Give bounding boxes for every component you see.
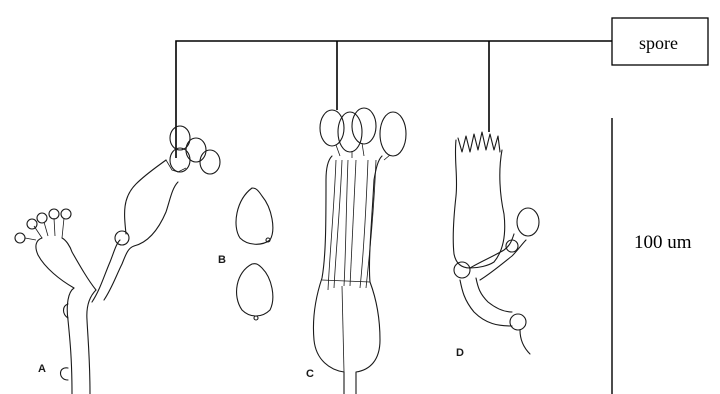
panel-a-structure [15,126,220,394]
panel-c-letter: C [306,368,314,380]
scale-label: 100 um [634,232,692,253]
panel-c-structure [313,108,406,394]
spore-label: spore [639,33,678,53]
panel-b-letter: B [218,254,226,266]
spore-leader-lines [176,41,612,158]
panel-b-spores [236,188,273,320]
panel-d-structure [453,132,539,354]
panel-d-letter: D [456,347,464,359]
panel-a-letter: A [38,363,46,375]
